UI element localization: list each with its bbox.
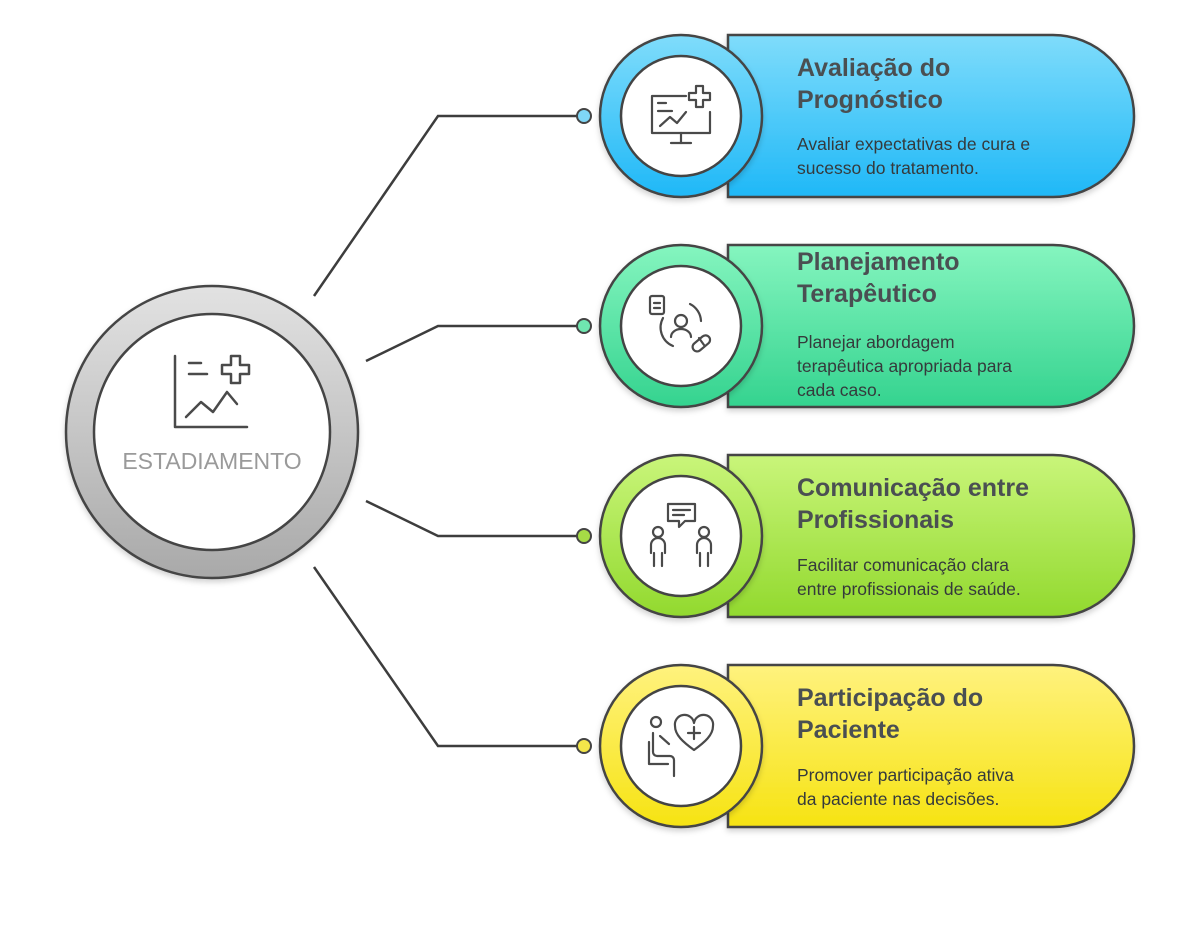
- title-prognostico-line2: Prognóstico: [797, 86, 943, 114]
- title-planejamento-line2: Terapêutico: [797, 280, 937, 308]
- desc-paciente-line1: Promover participação ativa: [797, 765, 1014, 785]
- pill-comunicacao: [726, 453, 1136, 619]
- dot-prognostico: [576, 108, 592, 124]
- connector-planejamento: [365, 324, 584, 363]
- two-people-chat-icon: [649, 502, 713, 568]
- desc-prognostico-line1: Avaliar expectativas de cura e: [797, 134, 1031, 154]
- desc-planejamento-line3: cada caso.: [797, 380, 882, 400]
- connector-paciente: [312, 566, 584, 748]
- title-paciente-line1: Participação do: [797, 684, 984, 712]
- desc-comunicacao-line2: entre profissionais de saúde.: [797, 579, 1021, 599]
- dot-comunicacao: [576, 528, 592, 544]
- title-paciente-line2: Paciente: [797, 716, 900, 744]
- item-comunicacao: [576, 453, 1136, 619]
- pill-planejamento: [726, 243, 1136, 409]
- desc-planejamento-line2: terapêutica apropriada para: [797, 356, 1013, 376]
- connector-prognostico: [312, 114, 584, 297]
- dot-paciente: [576, 738, 592, 754]
- chart-plus-icon: [173, 354, 251, 429]
- connector-comunicacao: [365, 499, 584, 538]
- desc-planejamento-line1: Planejar abordagem: [797, 332, 955, 352]
- desc-comunicacao-line1: Facilitar comunicação clara: [797, 555, 1010, 575]
- pill-prognostico: [726, 33, 1136, 199]
- item-prognostico: [576, 33, 1136, 199]
- desc-prognostico-line2: sucesso do tratamento.: [797, 158, 979, 178]
- center-node: [64, 284, 360, 580]
- seated-person-heart-icon: [647, 713, 715, 778]
- monitor-chart-plus-icon: [650, 84, 712, 145]
- connectors: [312, 114, 584, 748]
- title-comunicacao-line1: Comunicação entre: [797, 474, 1030, 502]
- title-comunicacao-line2: Profissionais: [797, 506, 954, 534]
- center-label: ESTADIAMENTO: [122, 448, 302, 474]
- title-planejamento-line1: Planejamento: [797, 248, 960, 276]
- patient-treatment-icon: [648, 294, 712, 353]
- item-planejamento: [576, 243, 1136, 409]
- pill-paciente: [726, 663, 1136, 829]
- title-prognostico-line1: Avaliação do: [797, 54, 951, 82]
- item-paciente: [576, 663, 1136, 829]
- dot-planejamento: [576, 318, 592, 334]
- desc-paciente-line2: da paciente nas decisões.: [797, 789, 1000, 809]
